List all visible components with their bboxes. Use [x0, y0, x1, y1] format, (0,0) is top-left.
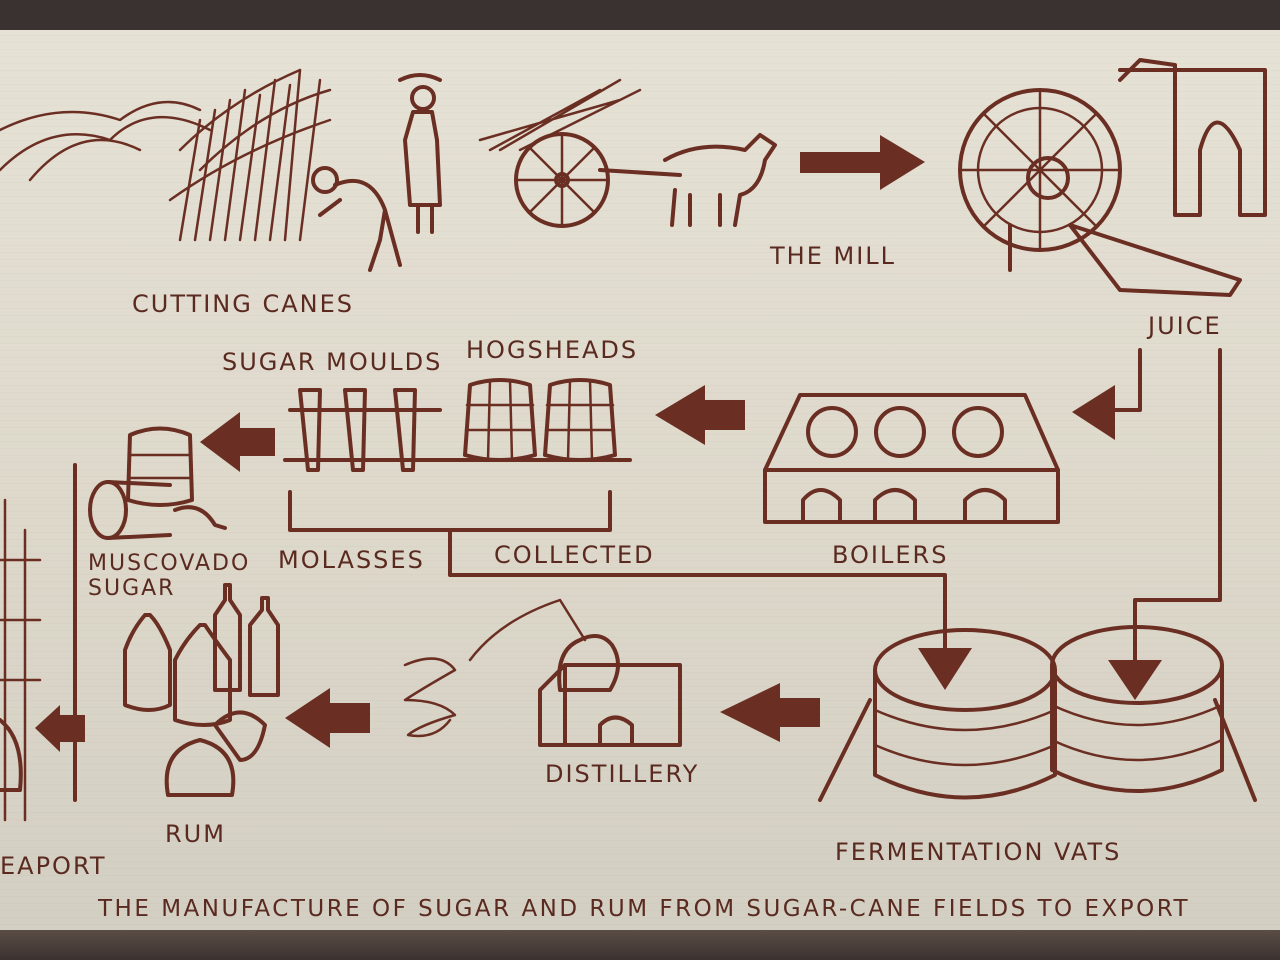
molasses-pipe: [288, 490, 947, 652]
distillery-still-illustration: [403, 598, 682, 747]
sugar-label: SUGAR: [88, 576, 176, 601]
seaport-label: EAPORT: [0, 852, 107, 880]
fermentation-vats-illustration: [818, 625, 1257, 802]
juice-label: JUICE: [1148, 312, 1222, 340]
juice-pipe-left: [1108, 348, 1142, 412]
arrow-into-vat-left: [918, 648, 972, 690]
arrow-to-mill: [800, 135, 925, 190]
juice-pipe-right: [1133, 348, 1222, 672]
cane-cutter-figure: [311, 166, 402, 272]
collected-label: COLLECTED: [494, 541, 655, 569]
board-top-edge: [0, 0, 1280, 30]
muscovado-label: MUSCOVADO: [88, 551, 251, 576]
cane-field-illustration: [0, 68, 332, 242]
muscovado-barrels-illustration: [88, 426, 227, 540]
cutting-canes-label: CUTTING CANES: [132, 290, 355, 318]
arrow-to-distillery: [720, 683, 820, 742]
arrow-to-seaport: [35, 705, 85, 752]
arrow-into-vat-right: [1108, 660, 1162, 700]
seaport-ship-illustration: [0, 498, 42, 822]
arrow-to-rum: [285, 688, 370, 748]
rum-bottles-illustration: [123, 583, 280, 797]
rum-label: RUM: [165, 820, 226, 848]
sugar-moulds-and-hogsheads-illustration: [283, 378, 632, 472]
sugar-mill-illustration: [958, 58, 1267, 297]
fermentation-vats-label: FERMENTATION VATS: [835, 838, 1122, 866]
sugar-moulds-label: SUGAR MOULDS: [222, 348, 443, 376]
boilers-label: BOILERS: [832, 541, 949, 569]
boilers-illustration: [763, 393, 1060, 524]
the-mill-label: THE MILL: [770, 242, 897, 270]
caption: THE MANUFACTURE OF SUGAR AND RUM FROM SU…: [98, 896, 1191, 922]
arrow-to-boilers: [1072, 385, 1115, 440]
arrow-to-hogsheads: [655, 385, 745, 445]
woman-carrying-bundle-figure: [398, 73, 442, 234]
hogsheads-label: HOGSHEADS: [466, 336, 639, 364]
ox-cart-illustration: [478, 78, 777, 228]
molasses-label: MOLASSES: [278, 546, 425, 574]
board-bottom-edge: [0, 930, 1280, 960]
arrow-to-muscovado: [200, 412, 275, 472]
distillery-label: DISTILLERY: [545, 760, 700, 788]
